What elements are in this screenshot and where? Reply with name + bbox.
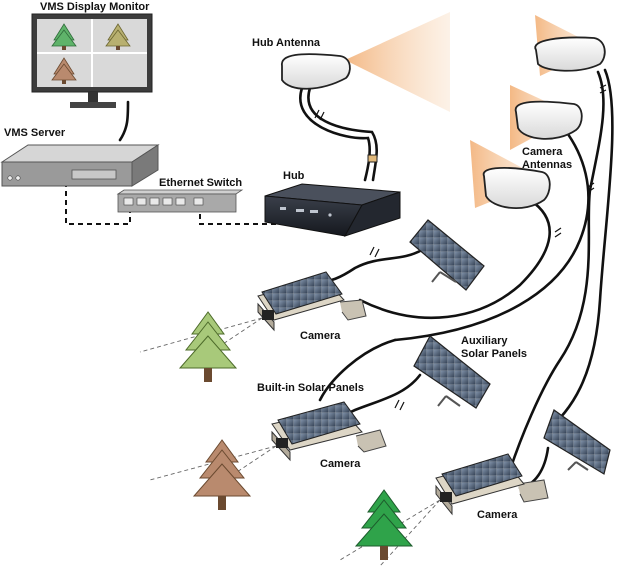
hub: [265, 184, 400, 236]
camera-antenna: [516, 102, 582, 139]
camera-middle-label: Camera: [320, 458, 361, 470]
ethernet-switch-label: Ethernet Switch: [159, 177, 242, 189]
camera-antenna: [535, 38, 605, 71]
camera-antennas-label-line2: Antennas: [522, 159, 572, 171]
tree-icon: [356, 490, 412, 560]
camera-bottom-label: Camera: [477, 509, 518, 521]
camera-top-label: Camera: [300, 330, 341, 342]
tree-icon: [180, 312, 236, 382]
auxiliary-solar-label-line1: Auxiliary: [461, 335, 508, 347]
vms-monitor-label: VMS Display Monitor: [40, 1, 150, 13]
built-in-solar-label: Built-in Solar Panels: [257, 382, 364, 394]
hub-label: Hub: [283, 170, 305, 182]
camera-icon: [436, 454, 548, 514]
hub-antenna-label: Hub Antenna: [252, 37, 321, 49]
solar-panel-icon: [544, 410, 610, 474]
hub-antenna: [282, 54, 350, 89]
vms-server-label: VMS Server: [4, 127, 66, 139]
tree-icon: [194, 440, 250, 510]
camera-antennas-label-line1: Camera: [522, 146, 563, 158]
camera-icon: [258, 272, 366, 330]
ethernet-switch: [118, 190, 242, 212]
vms-server: [2, 145, 158, 186]
vms-monitor: [32, 14, 152, 108]
camera-icon: [272, 402, 386, 460]
solar-panel-icon: [410, 220, 484, 290]
camera-antenna: [484, 168, 550, 208]
auxiliary-solar-label-line2: Solar Panels: [461, 348, 527, 360]
